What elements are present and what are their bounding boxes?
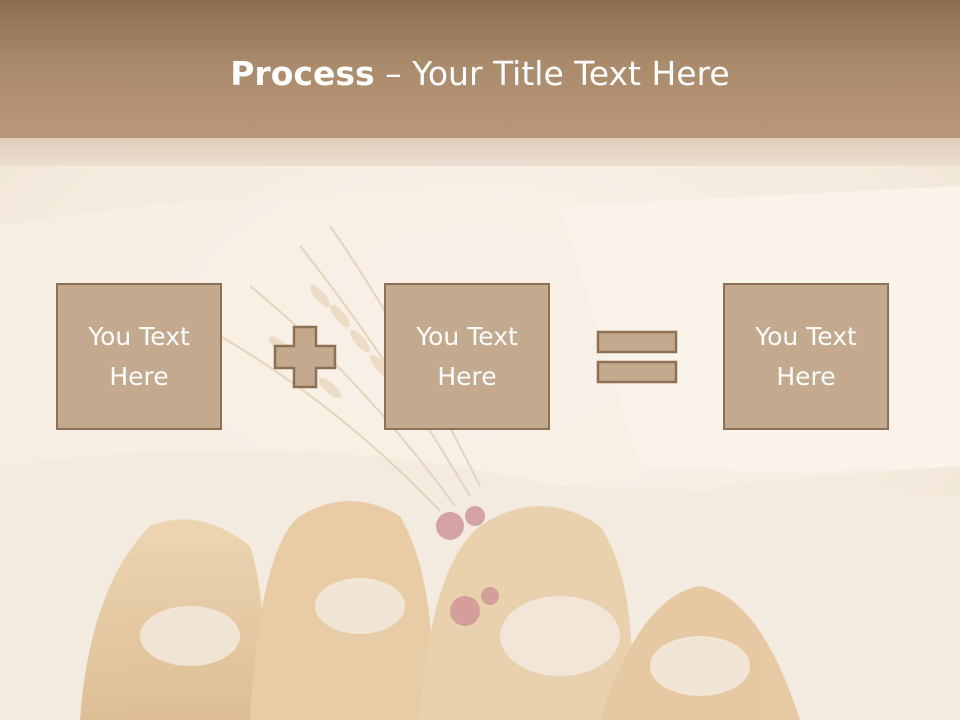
process-box-1-text: You Text Here (88, 321, 190, 391)
title-bold: Process (230, 54, 375, 93)
process-box-3-text: You Text Here (755, 321, 857, 391)
equals-icon (596, 330, 678, 384)
title-rest: – Your Title Text Here (374, 54, 730, 93)
process-box-2-text: You Text Here (416, 321, 518, 391)
title-bar (0, 0, 960, 138)
plus-icon (273, 325, 337, 389)
process-box-3: You Text Here (723, 283, 889, 430)
process-box-1: You Text Here (56, 283, 222, 430)
background-photo (0, 166, 960, 720)
process-box-2: You Text Here (384, 283, 550, 430)
slide-title: Process – Your Title Text Here (0, 52, 960, 96)
title-bar-strip (0, 138, 960, 166)
